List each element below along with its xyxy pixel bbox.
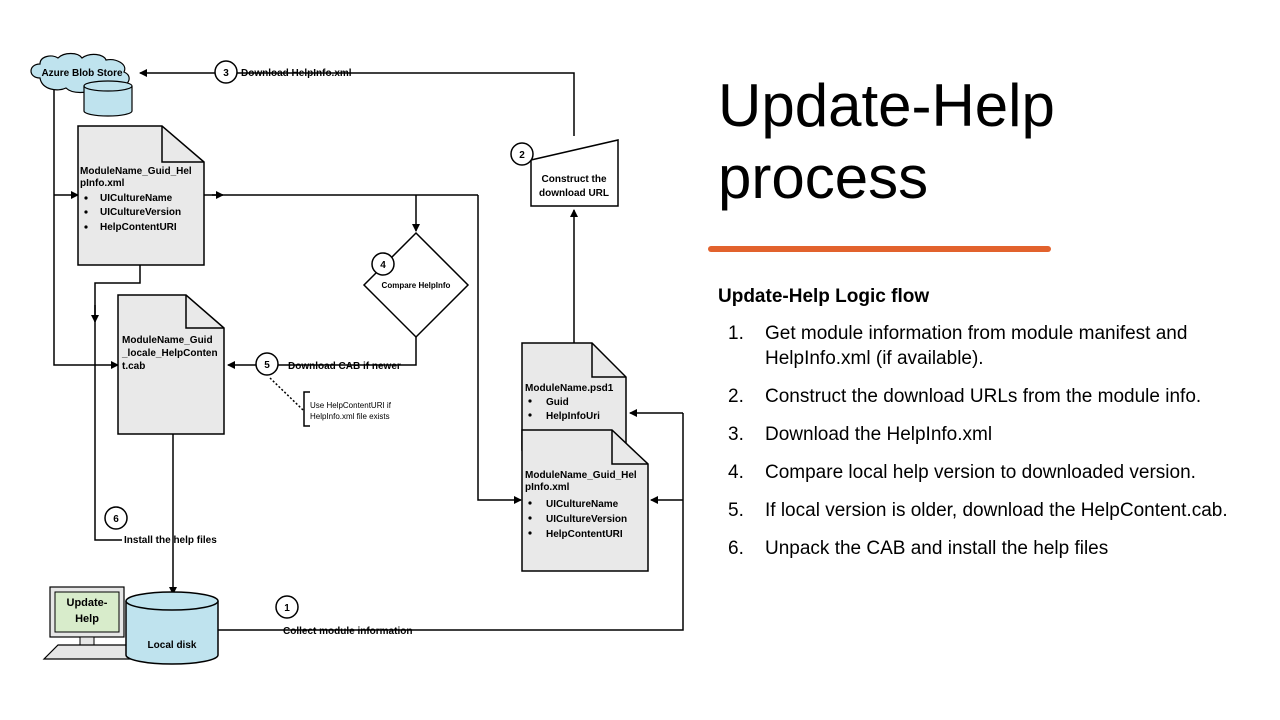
arrow-download-helpinfo xyxy=(139,69,575,136)
step-number: 2. xyxy=(728,385,744,407)
label-download-helpinfo: Download HelpInfo.xml xyxy=(241,68,352,79)
logic-step-6: 6. Unpack the CAB and install the help f… xyxy=(718,537,1238,562)
doc-remote-bullet-1: UICultureName xyxy=(100,193,173,204)
title-line-2: process xyxy=(718,144,929,211)
step-number: 6. xyxy=(728,537,744,559)
cloud-cylinder-icon xyxy=(83,80,133,117)
step-circle-1: 1 xyxy=(275,595,299,619)
step-number: 5. xyxy=(728,499,744,521)
step-circle-6: 6 xyxy=(104,506,128,530)
note-connector xyxy=(269,377,304,411)
doc-psd1-bullet-2: HelpInfoUri xyxy=(546,411,600,422)
doc-local-bullet-3: HelpContentURI xyxy=(546,529,623,540)
title-line-1: Update-Help xyxy=(718,72,1055,139)
logic-flow-heading: Update-Help Logic flow xyxy=(718,286,930,307)
step-text: Get module information from module manif… xyxy=(765,323,1188,369)
svg-text:4: 4 xyxy=(380,260,386,271)
logic-step-2: 2. Construct the download URLs from the … xyxy=(718,385,1238,410)
step-circle-2: 2 xyxy=(510,142,534,166)
construct-url-step: Construct the download URL xyxy=(530,139,619,207)
svg-text:2: 2 xyxy=(519,150,525,161)
doc-remote-name-1: ModuleName_Guid_Hel xyxy=(80,166,192,177)
note-line-1: Use HelpContentURI if xyxy=(310,401,392,410)
note-line-2: HelpInfo.xml file exists xyxy=(310,412,390,421)
label-install: Install the help files xyxy=(124,535,217,546)
compare-helpinfo-decision: Compare HelpInfo xyxy=(362,231,470,339)
doc-local-name-1: ModuleName_Guid_Hel xyxy=(525,470,637,481)
doc-psd1-name: ModuleName.psd1 xyxy=(525,383,614,394)
line-install-path xyxy=(94,265,141,541)
local-disk: Local disk xyxy=(125,591,219,665)
logic-step-4: 4. Compare local help version to downloa… xyxy=(718,461,1238,486)
step-text: Download the HelpInfo.xml xyxy=(765,423,993,445)
logic-steps-list: 1. Get module information from module ma… xyxy=(718,322,1238,575)
step-circle-5: 5 xyxy=(255,352,279,376)
arrow-cloud-to-cab xyxy=(53,88,119,369)
step-text: Construct the download URLs from the mod… xyxy=(765,385,1202,407)
step-circles: 3 2 4 5 6 1 xyxy=(104,60,534,619)
doc-remote-bullet-2: UICultureVersion xyxy=(100,207,181,218)
azure-blob-store: Azure Blob Store xyxy=(30,52,133,117)
doc-local-bullet-2: UICultureVersion xyxy=(546,514,627,525)
construct-line-2: download URL xyxy=(539,188,609,199)
step-text: Compare local help version to downloaded… xyxy=(765,461,1196,483)
note-bracket xyxy=(303,391,310,427)
step-number: 3. xyxy=(728,423,744,445)
arrow-to-local-helpinfo xyxy=(477,195,522,504)
logic-step-3: 3. Download the HelpInfo.xml xyxy=(718,423,1238,448)
svg-text:1: 1 xyxy=(284,603,290,614)
compare-label: Compare HelpInfo xyxy=(382,281,451,290)
slide-title: Update-Help process xyxy=(718,70,1258,214)
logic-step-5: 5. If local version is older, download t… xyxy=(718,499,1238,524)
step-text: If local version is older, download the … xyxy=(765,499,1228,521)
update-help-diagram: Azure Blob Store ModuleName_Guid_Hel pIn… xyxy=(30,52,684,665)
doc-psd1: ModuleName.psd1 Guid HelpInfoUri xyxy=(521,342,627,451)
cloud-label: Azure Blob Store xyxy=(41,68,123,79)
local-disk-label: Local disk xyxy=(148,640,197,651)
label-collect: Collect module information xyxy=(283,626,412,637)
doc-helpcontent-cab: ModuleName_Guid _locale_HelpConten t.cab xyxy=(117,294,225,435)
doc-remote-bullet-3: HelpContentURI xyxy=(100,222,177,233)
computer-line-2: Help xyxy=(75,613,99,625)
doc-local-helpinfo: ModuleName_Guid_Hel pInfo.xml UICultureN… xyxy=(521,429,649,572)
doc-cab-name-2: _locale_HelpConten xyxy=(121,348,218,359)
arrow-download-cab xyxy=(227,337,417,369)
title-accent-bar xyxy=(708,246,1051,252)
svg-text:5: 5 xyxy=(264,360,270,371)
doc-local-bullet-1: UICultureName xyxy=(546,499,619,510)
doc-psd1-bullet-1: Guid xyxy=(546,397,569,408)
doc-remote-helpinfo: ModuleName_Guid_Hel pInfo.xml UICultureN… xyxy=(77,125,205,266)
step-circle-4: 4 xyxy=(371,252,395,276)
doc-cab-name-1: ModuleName_Guid xyxy=(122,335,213,346)
connectors xyxy=(53,69,684,631)
doc-local-name-2: pInfo.xml xyxy=(525,482,570,493)
doc-remote-name-2: pInfo.xml xyxy=(80,178,125,189)
computer-line-1: Update- xyxy=(67,597,108,609)
logic-step-1: 1. Get module information from module ma… xyxy=(718,322,1238,371)
svg-text:6: 6 xyxy=(113,514,119,525)
construct-line-1: Construct the xyxy=(542,174,607,185)
step-number: 4. xyxy=(728,461,744,483)
computer-icon: Update- Help xyxy=(42,586,138,660)
step-number: 1. xyxy=(728,323,744,344)
step-circle-3: 3 xyxy=(214,60,238,84)
line-collect-info xyxy=(218,413,684,631)
svg-text:3: 3 xyxy=(223,68,229,79)
label-download-cab: Download CAB if newer xyxy=(288,361,401,372)
doc-cab-name-3: t.cab xyxy=(122,361,145,372)
step-text: Unpack the CAB and install the help file… xyxy=(765,537,1109,559)
